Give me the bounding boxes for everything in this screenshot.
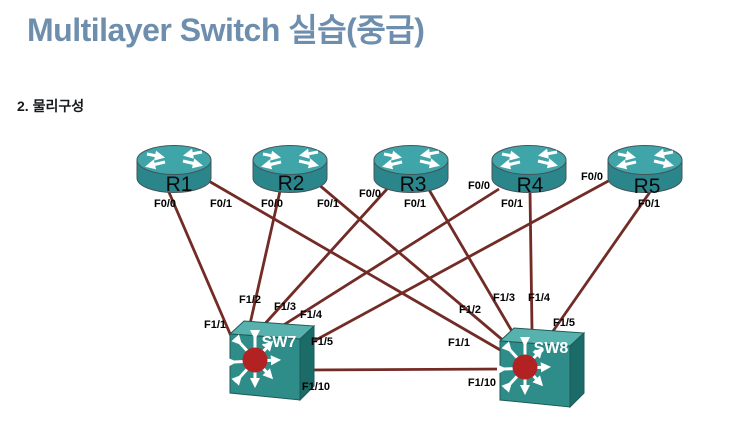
section-heading: 2. 물리구성 bbox=[17, 98, 85, 114]
port-label-sw8-f110: F1/10 bbox=[468, 377, 496, 389]
port-label-sw7-f110: F1/10 bbox=[302, 381, 330, 393]
link-r4-f01-sw8-f14 bbox=[528, 191, 534, 331]
if-label-r3-f00: F0/0 bbox=[359, 188, 381, 200]
if-label-r2-f01: F0/1 bbox=[317, 198, 339, 210]
router-r3-label: R3 bbox=[400, 173, 427, 196]
if-label-r1-f00: F0/0 bbox=[154, 198, 176, 210]
port-label-sw7-f14: F1/4 bbox=[300, 309, 323, 321]
router-r4-label: R4 bbox=[517, 174, 544, 197]
link-sw7-f110-sw8-f110 bbox=[303, 367, 505, 372]
link-r2-f00-sw7-f12 bbox=[248, 190, 282, 325]
router-r1-label: R1 bbox=[166, 173, 193, 196]
page-title: Multilayer Switch 실습(중급) bbox=[27, 12, 425, 48]
router-r2-label: R2 bbox=[278, 172, 305, 195]
port-label-sw8-f13: F1/3 bbox=[493, 292, 515, 304]
if-label-r5-f01: F0/1 bbox=[638, 198, 660, 210]
port-label-sw7-f11: F1/1 bbox=[204, 319, 226, 331]
if-label-r4-f00: F0/0 bbox=[468, 180, 490, 192]
port-label-sw7-f12: F1/2 bbox=[239, 294, 261, 306]
link-lines bbox=[166, 177, 652, 372]
port-label-sw8-f15: F1/5 bbox=[553, 317, 575, 329]
link-r3-f01-sw8-f13 bbox=[426, 187, 515, 334]
port-label-sw7-f15: F1/5 bbox=[311, 336, 333, 348]
switch-sw7-label: SW7 bbox=[262, 334, 297, 351]
link-r1-f01-sw8-f11 bbox=[206, 178, 503, 353]
if-label-r2-f00: F0/0 bbox=[261, 198, 283, 210]
switch-sw8-label: SW8 bbox=[534, 340, 569, 357]
port-label-sw7-f13: F1/3 bbox=[274, 301, 296, 313]
if-label-r5-f00: F0/0 bbox=[581, 171, 603, 183]
link-r2-f01-sw8-f12 bbox=[317, 182, 506, 344]
if-label-r4-f01: F0/1 bbox=[501, 198, 523, 210]
link-r3-f00-sw7-f13 bbox=[260, 188, 389, 328]
if-label-r3-f01: F0/1 bbox=[404, 198, 426, 210]
link-r1-f00-sw7-f11 bbox=[166, 189, 233, 337]
port-label-sw8-f11: F1/1 bbox=[448, 337, 470, 349]
link-r4-f00-sw7-f14 bbox=[273, 187, 500, 333]
router-r5-label: R5 bbox=[634, 175, 661, 198]
port-label-sw8-f12: F1/2 bbox=[459, 304, 481, 316]
if-label-r1-f01: F0/1 bbox=[210, 198, 232, 210]
link-r5-f01-sw8-f15 bbox=[549, 191, 652, 335]
link-r5-f00-sw7-f15 bbox=[302, 177, 613, 349]
port-label-sw8-f14: F1/4 bbox=[528, 292, 551, 304]
